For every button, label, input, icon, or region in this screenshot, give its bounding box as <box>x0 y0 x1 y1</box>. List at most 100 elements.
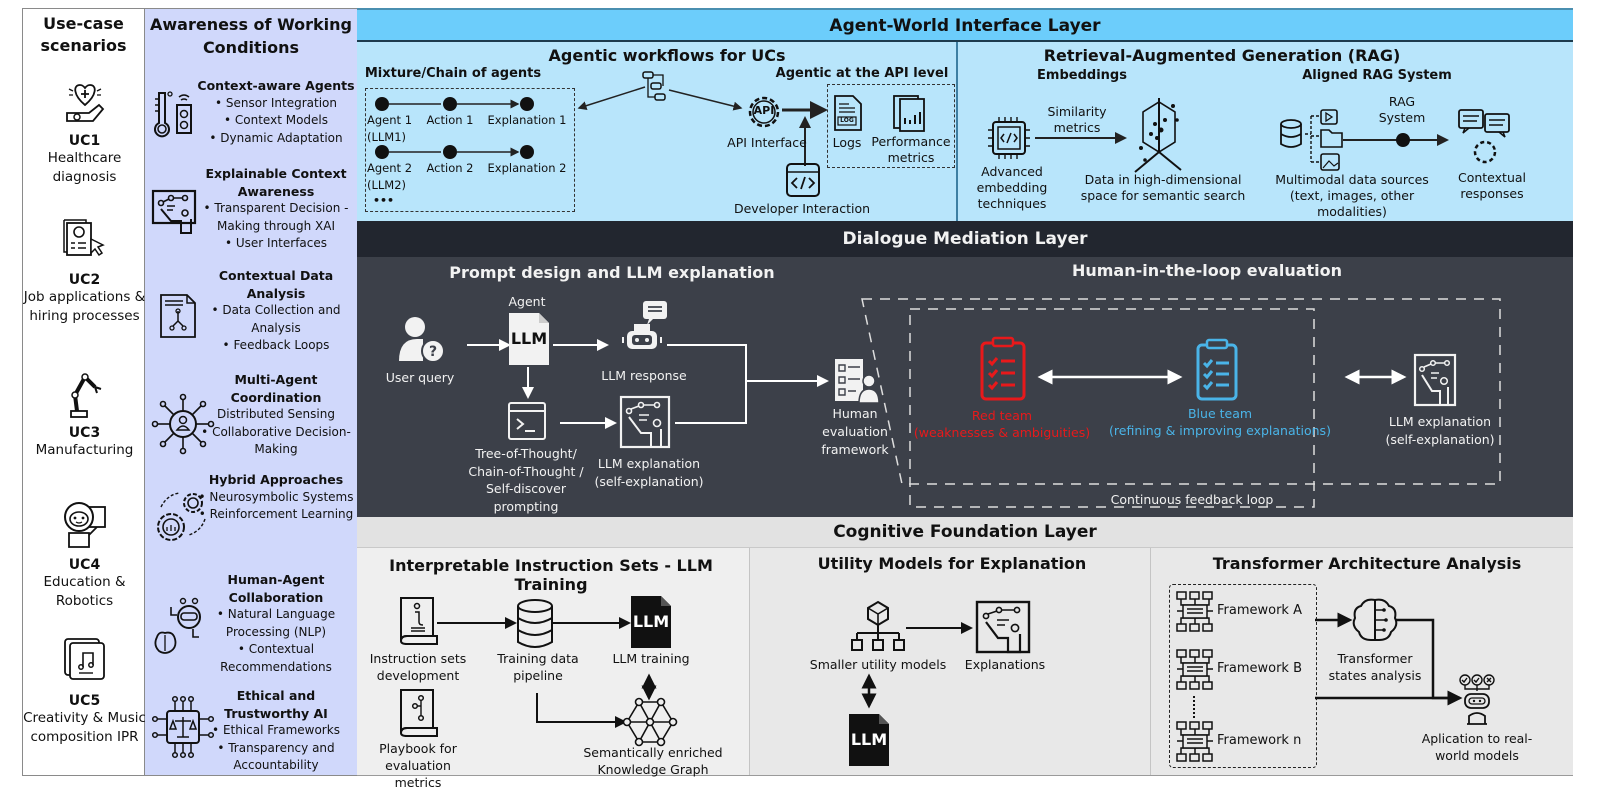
use-case-column: Use-case scenarios UC1 Healthcare diagno… <box>22 8 146 776</box>
performance-metrics-icon <box>893 95 925 132</box>
awareness-item-title: Context-aware Agents <box>197 78 355 93</box>
use-case-uc3: UC3 Manufacturing <box>23 369 146 460</box>
music-note-icon <box>64 638 105 680</box>
framework-n-label: Framework n <box>1217 733 1302 748</box>
hitl-llm-explanation-label: LLM explanation (self-explanation) <box>1385 414 1495 447</box>
awareness-item-explainable-context: Explainable Context Awareness • Transpar… <box>197 165 355 253</box>
section-divider <box>1150 548 1151 775</box>
awareness-column: Awareness of Working Conditions Context-… <box>145 8 357 776</box>
contextual-responses-icon <box>1458 109 1510 164</box>
agent-1-label: Agent 1(LLM1) <box>367 113 413 144</box>
rag-title: Retrieval-Augmented Generation (RAG) <box>1043 46 1401 65</box>
awareness-item-title: Hybrid Approaches <box>208 472 344 487</box>
frameworks-box <box>1169 584 1317 768</box>
llm-training-icon-text: LLM <box>632 612 670 631</box>
agent-2-label: Agent 2(LLM2) <box>367 161 413 192</box>
red-team-label: Red team(weaknesses & ambiguities) <box>913 408 1091 440</box>
chatbot-icon <box>622 301 667 349</box>
awareness-bullet: Distributed Sensing <box>217 407 335 421</box>
workflow-icon <box>642 71 666 101</box>
awareness-bullet: • Collaborative Decision-Making <box>201 424 351 457</box>
uc-code: UC3 <box>68 425 101 441</box>
utility-llm-icon-text: LLM <box>850 730 888 749</box>
uc-code: UC4 <box>68 557 101 573</box>
developer-code-icon <box>786 163 820 197</box>
use-case-uc2: UC2 Job applications & hiring processes <box>23 217 146 326</box>
teaching-robot-icon <box>64 502 106 548</box>
llm-training-label: LLM training <box>612 651 690 666</box>
advanced-embedding-label: Advanced embedding techniques <box>976 164 1048 211</box>
awareness-bullet: • User Interfaces <box>224 236 328 250</box>
utility-arrows <box>861 622 973 709</box>
hitl-explanation-board-icon <box>1413 353 1457 407</box>
action-1-label: Action 1 <box>426 113 474 127</box>
knowledge-graph-icon <box>622 697 678 747</box>
framework-a-network-icon <box>1176 591 1213 632</box>
prompt-design-title: Prompt design and LLM explanation <box>449 263 775 282</box>
framework-a-label: Framework A <box>1217 603 1302 618</box>
uc-label: Manufacturing <box>35 442 134 458</box>
uc-code: UC1 <box>68 133 101 149</box>
uc-label: Creativity & Music composition IPR <box>23 710 146 745</box>
svg-text:?: ? <box>429 344 437 360</box>
logs-icon-text: LOG <box>840 117 854 124</box>
explanation-2-label: Explanation 2 <box>487 161 567 175</box>
resume-cursor-icon <box>63 219 105 257</box>
transformer-title: Transformer Architecture Analysis <box>1212 554 1522 573</box>
uc-label: Healthcare diagnosis <box>47 150 122 185</box>
uc-code: UC2 <box>68 272 101 288</box>
awareness-bullet: • Transparency and Accountability <box>217 740 335 773</box>
awareness-bullet: • Context Models <box>224 113 328 127</box>
smaller-models-label: Smaller utility models <box>809 657 947 672</box>
dialogue-layer-title: Dialogue Mediation Layer <box>842 229 1088 249</box>
user-question-icon: ? <box>399 317 445 363</box>
transformer-arrows <box>1315 612 1463 706</box>
awareness-bullet: • Reinforcement Learning <box>198 507 354 521</box>
playbook-label: Playbook for evaluation metrics <box>379 741 457 790</box>
section-divider <box>956 42 958 221</box>
rag-system-label: RAG System <box>1378 94 1426 125</box>
semantic-space-icon <box>1035 98 1182 173</box>
workflow-arrows <box>375 86 828 166</box>
thermometer-sensor-icon <box>154 91 192 138</box>
instruction-dev-label: Instruction sets development <box>369 651 467 683</box>
framework-b-label: Framework B <box>1217 661 1303 676</box>
training-pipeline-label: Training data pipeline <box>497 651 579 683</box>
blue-team-label: Blue team(refining & improving explanati… <box>1109 406 1331 438</box>
semantic-space-label: Data in high-dimensional space for seman… <box>1080 172 1246 203</box>
cognitive-layer-header: Cognitive Foundation Layer <box>357 517 1573 548</box>
ethics-scale-chip-icon <box>151 695 215 759</box>
explanations-label: Explanations <box>964 657 1046 672</box>
awareness-item-context-aware-agents: Context-aware Agents • Sensor Integratio… <box>197 77 355 147</box>
cognitive-layer-title: Cognitive Foundation Layer <box>833 522 1097 542</box>
feedback-loop-label: Continuous feedback loop <box>1110 492 1274 507</box>
uc-label: Job applications & hiring processes <box>23 289 146 324</box>
transformer-states-label: Transformer states analysis <box>1328 651 1422 683</box>
dialogue-arrows <box>467 298 1501 508</box>
framework-b-network-icon <box>1176 649 1213 690</box>
llm-document-icon <box>509 313 549 365</box>
performance-metrics-label: Performance metrics <box>871 134 951 165</box>
instruction-arrows <box>437 617 657 728</box>
hitl-title: Human-in-the-loop evaluation <box>1071 261 1343 280</box>
agent-world-layer-body: Agentic workflows for UCs Mixture/Chain … <box>357 42 1573 221</box>
awareness-item-title: Contextual Data Analysis <box>218 268 334 301</box>
llm-self-explanation-label: LLM explanation (self-explanation) <box>594 456 704 489</box>
llm-explanation-board-icon <box>619 395 671 449</box>
awareness-bullet: • Ethical Frameworks <box>212 723 340 737</box>
awareness-item-title: Human-Agent Collaboration <box>227 572 325 605</box>
explanations-board-icon <box>975 600 1031 654</box>
use-case-uc4: UC4 Education & Robotics <box>23 499 146 611</box>
section-divider <box>749 548 750 775</box>
awareness-bullet: • Feedback Loops <box>222 338 330 352</box>
embedding-chip-icon <box>988 117 1030 159</box>
instruction-panel-bg <box>357 548 749 775</box>
transformer-brain-icon <box>1352 598 1398 641</box>
logs-label: Logs <box>832 135 862 150</box>
awareness-item-multi-agent: Multi-Agent Coordination Distributed Sen… <box>197 371 355 459</box>
instruction-sets-title: Interpretable Instruction Sets - LLM Tra… <box>389 556 713 594</box>
multimodal-sources-icon <box>1280 109 1449 171</box>
playbook-icon <box>399 689 438 737</box>
awareness-bullet: • Sensor Integration <box>215 95 337 110</box>
presentation-board-icon <box>151 189 197 234</box>
